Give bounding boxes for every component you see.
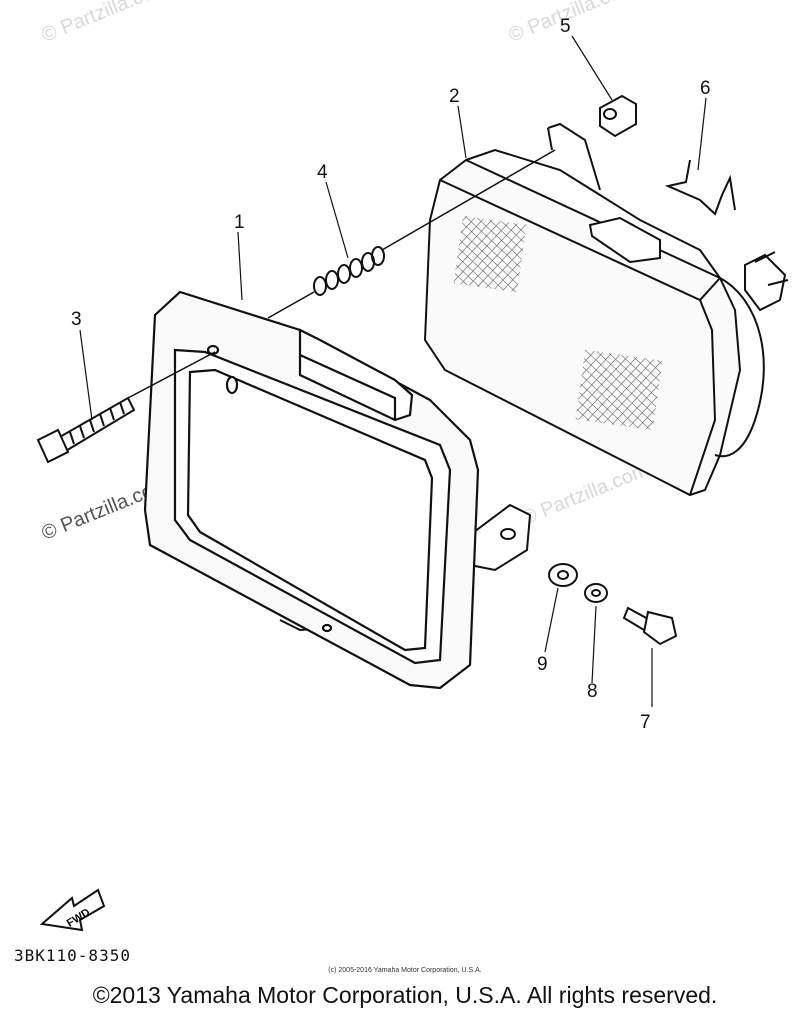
callout-1: 1 xyxy=(234,212,245,233)
watermark-right: © Partzilla.com xyxy=(519,459,652,530)
fwd-arrow-icon: FWD xyxy=(39,888,106,932)
spring-part-4 xyxy=(267,149,556,319)
callout-2: 2 xyxy=(449,86,460,107)
callout-9: 9 xyxy=(537,654,548,675)
leader-lines xyxy=(79,35,707,707)
callout-7: 7 xyxy=(640,712,651,733)
small-copyright: (c) 2005-2016 Yamaha Motor Corporation, … xyxy=(328,967,482,974)
washer-part-9 xyxy=(548,563,578,587)
headlight-rim xyxy=(143,290,480,690)
callout-8: 8 xyxy=(587,681,598,702)
callout-6: 6 xyxy=(700,78,711,99)
clip-part-6 xyxy=(664,159,736,216)
callout-4: 4 xyxy=(317,162,328,183)
lens-mesh-lower xyxy=(575,349,663,431)
diagram-code: 3BK110-8350 xyxy=(14,946,131,965)
watermark-top-left: © Partzilla.com xyxy=(39,0,172,47)
screw-part-7 xyxy=(622,606,678,646)
headlight-unit xyxy=(423,122,789,497)
watermark-top-right: © Partzilla.com xyxy=(506,0,639,47)
callout-3: 3 xyxy=(71,309,82,330)
lock-washer-part-8 xyxy=(584,583,608,603)
lens-mesh-upper xyxy=(453,215,527,293)
callout-5: 5 xyxy=(560,16,571,37)
bolt-part-3 xyxy=(36,351,216,464)
footer-copyright: ©2013 Yamaha Motor Corporation, U.S.A. A… xyxy=(92,982,718,1008)
grommet-part-5 xyxy=(599,94,637,138)
callout-labels: 1 2 3 4 5 6 7 8 9 xyxy=(71,16,711,733)
